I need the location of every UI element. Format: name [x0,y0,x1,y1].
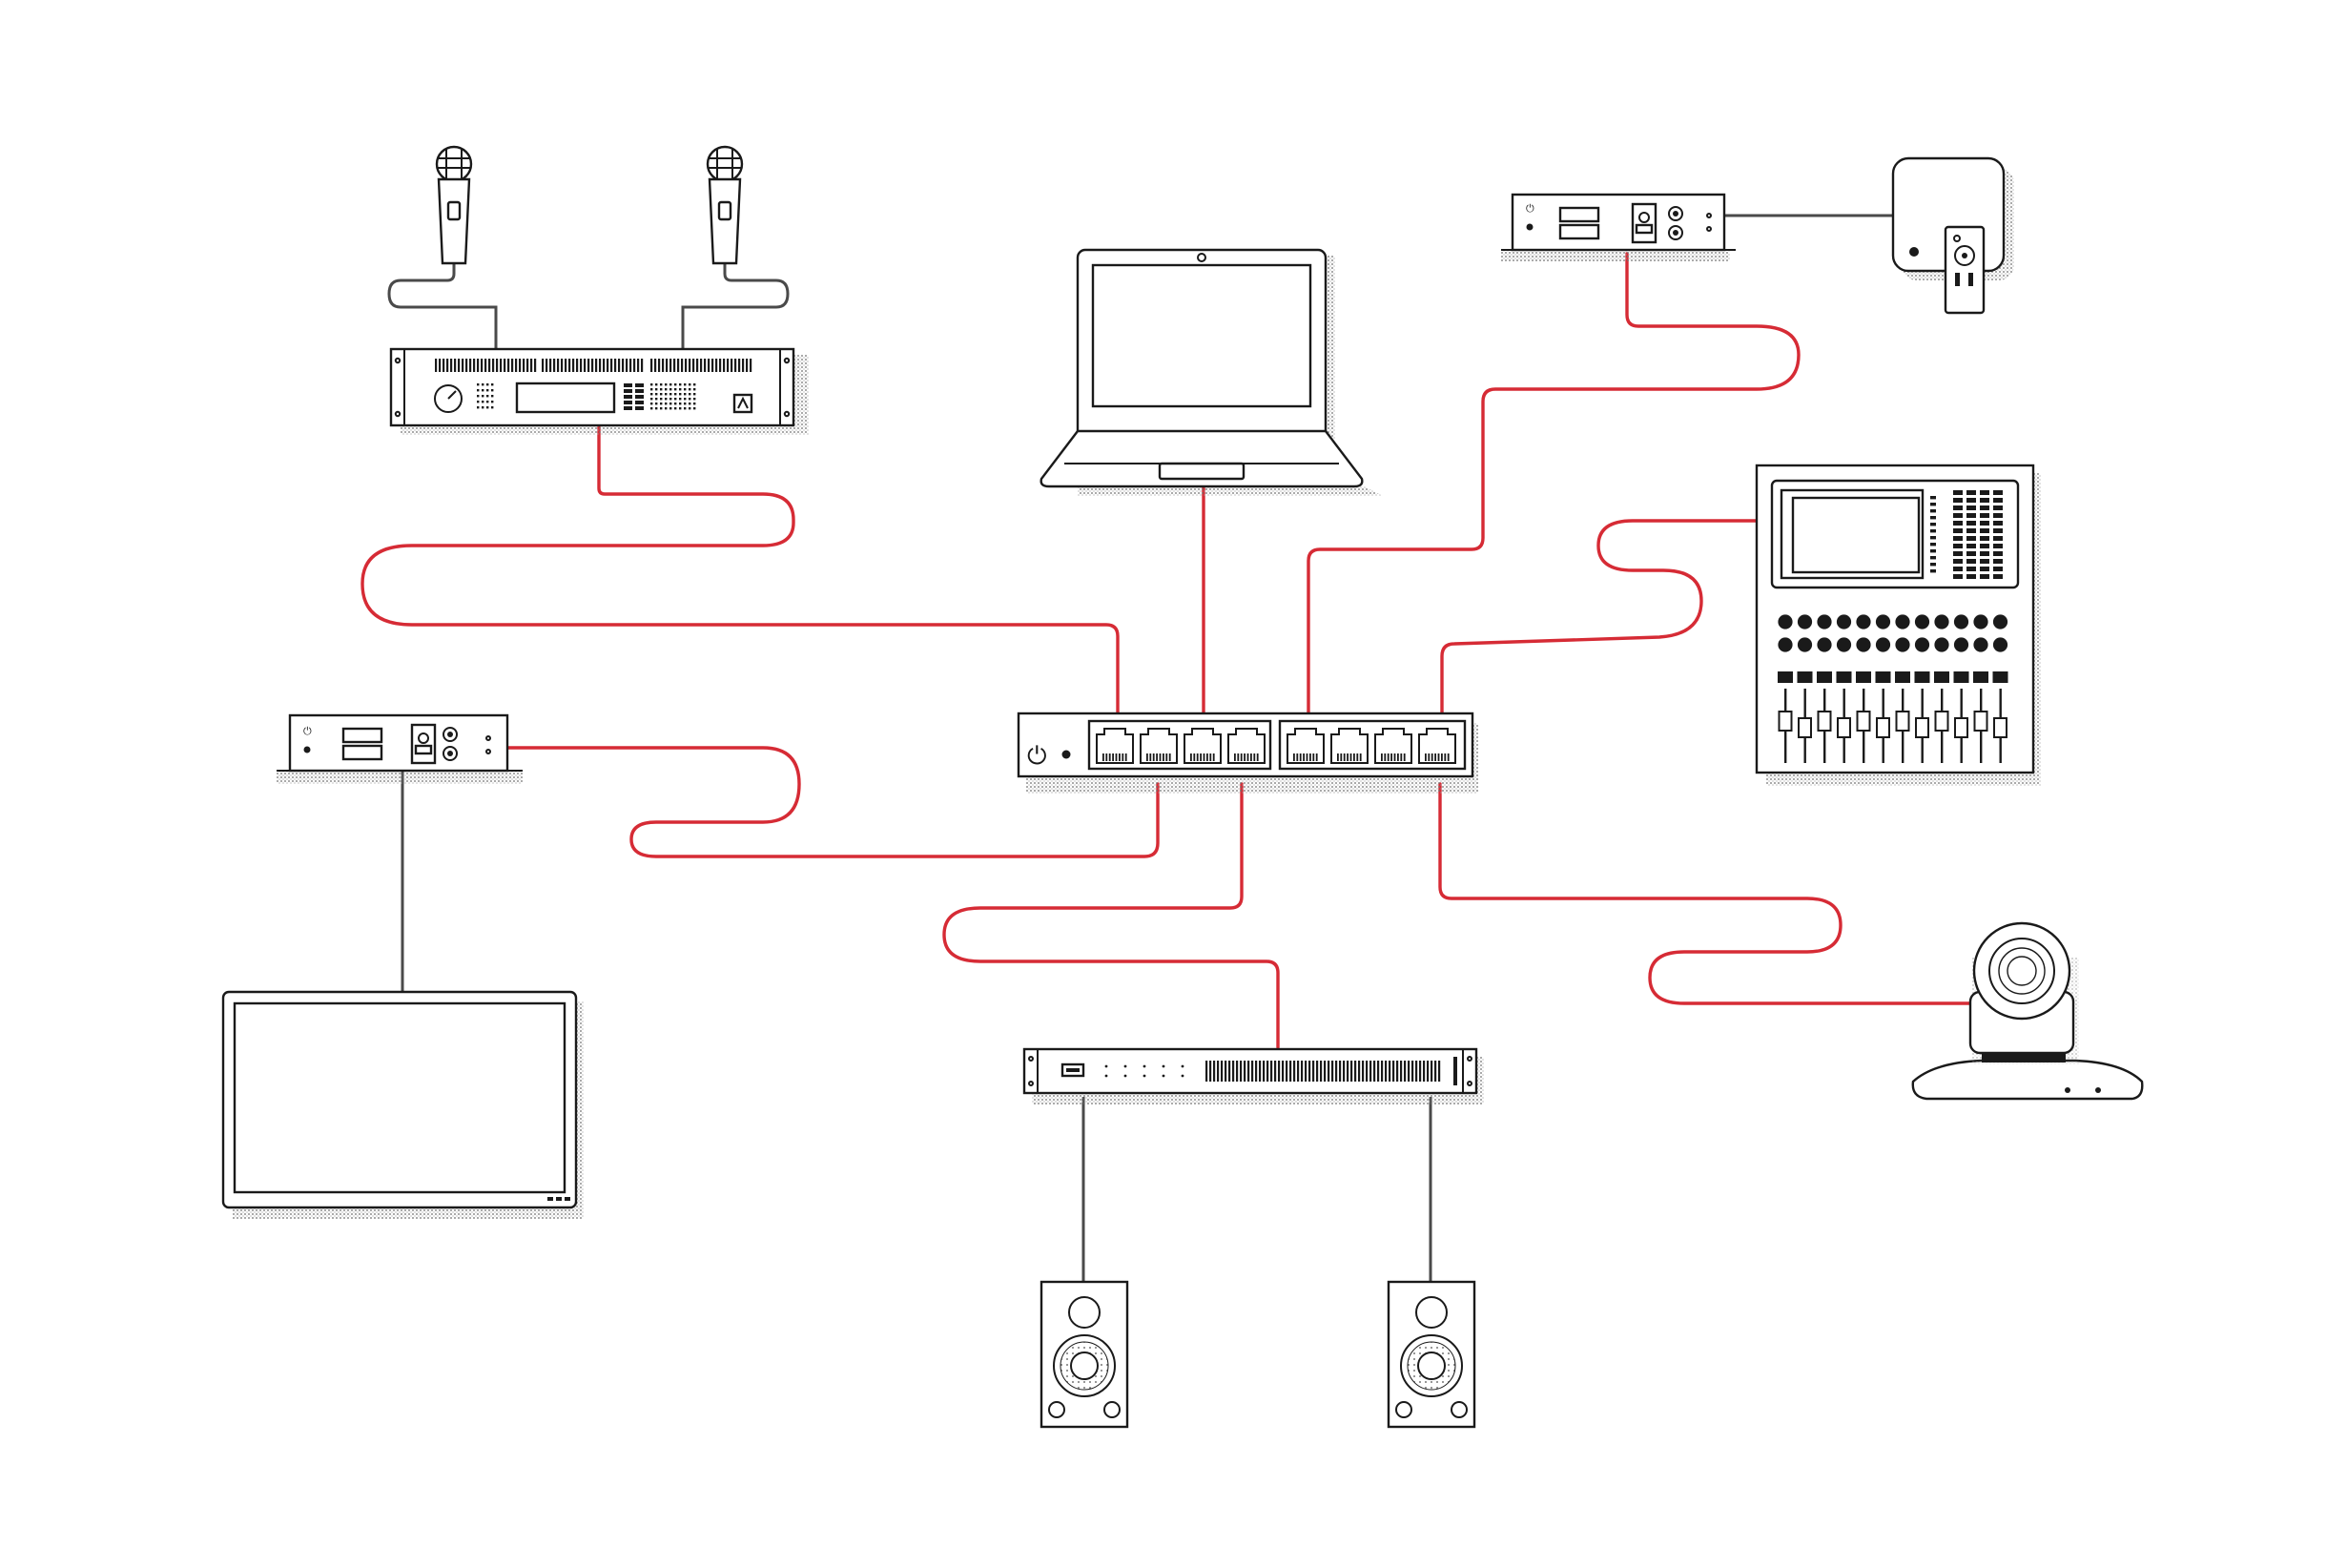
interface-box-icon: ⏻ [277,713,523,784]
analog-cables [387,214,1893,1282]
cable-mic-left [387,263,498,349]
level-meter [624,383,644,410]
rack-receiver-icon [389,347,809,435]
svg-text:⏻: ⏻ [1526,202,1534,215]
ptz-camera-icon [1911,921,2144,1101]
microphone-icon [706,145,744,265]
cable-receiver-to-switch [360,425,1120,715]
amplifier-icon [1022,1047,1484,1104]
cable-mic-right [681,263,790,349]
svg-text:⏻: ⏻ [303,725,312,737]
network-switch-icon: ⏻ [1017,712,1478,794]
cable-amplifier-to-switch [942,782,1280,1049]
interface-box-icon: ⏻ [1501,193,1736,261]
loudspeaker-icon [1387,1280,1476,1429]
cable-camera-to-switch [1438,782,1974,1005]
ethernet-ports [1096,728,1456,764]
meter-bridge [1930,490,2003,579]
svg-text:⏻: ⏻ [1027,742,1047,771]
status-leds [1104,1064,1184,1078]
cable-interface-left-to-switch [505,746,1160,858]
network-cables [360,252,1974,1049]
channel-faders [1778,671,2008,763]
streaming-box-icon [1891,156,2014,315]
cable-mixer-to-switch [1440,519,1759,715]
loudspeaker-icon [1040,1280,1129,1429]
microphone-icon [435,145,473,265]
rotary-knobs [1778,614,2008,652]
laptop-icon [1040,248,1383,496]
mixing-console-icon [1755,464,2041,786]
remote-control-icon [1944,225,1986,315]
display-icon [221,990,584,1219]
cable-interface-top-to-switch [1307,252,1801,715]
vent-grille [1205,1061,1441,1082]
vent-grille [435,359,752,410]
